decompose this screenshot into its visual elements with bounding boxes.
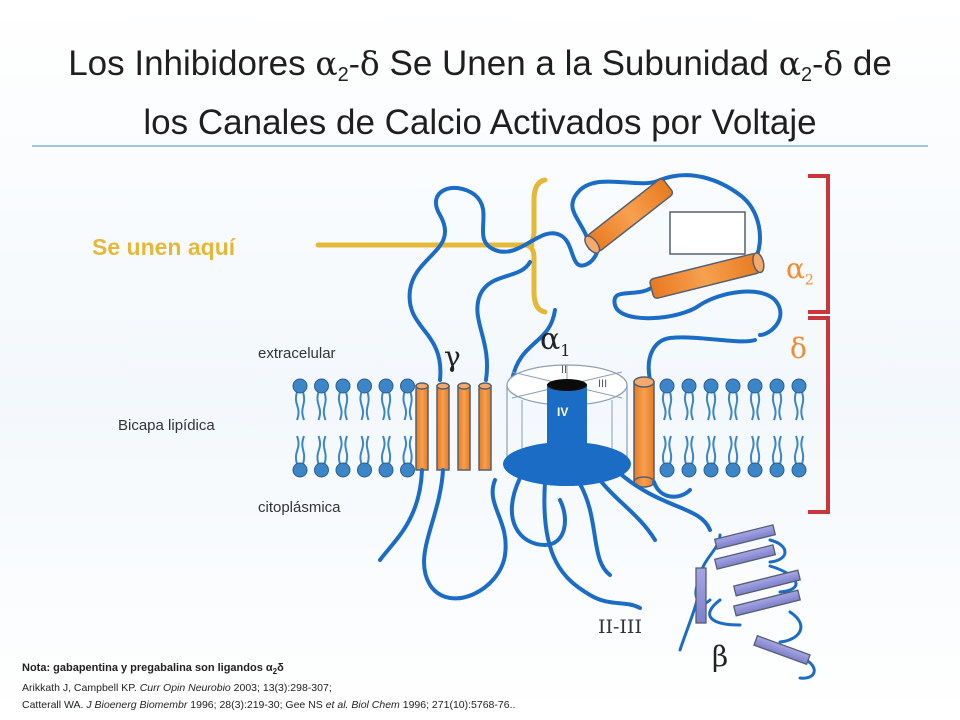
phospholipid	[292, 378, 308, 421]
title-text-3: de	[843, 44, 892, 83]
alpha2-subscript: 2	[804, 272, 814, 289]
phospholipid	[769, 435, 785, 478]
ref1-details: 2003; 13(3):298-307;	[230, 682, 332, 695]
ref1-authors: Arikkath J, Campbell KP.	[22, 682, 140, 695]
cytoplasmic-loops	[378, 468, 712, 610]
phospholipid	[659, 435, 675, 478]
title-alpha-2: α	[778, 44, 801, 83]
note-text: Nota: gabapentina y pregabalina son liga…	[22, 660, 942, 680]
note-prefix: Nota: gabapentina y pregabalina son liga…	[22, 662, 273, 674]
phospholipid	[659, 378, 675, 421]
phospholipid	[357, 378, 372, 421]
alpha2-bracket	[808, 174, 830, 314]
delta-bracket	[808, 316, 830, 514]
alpha2-helices	[584, 178, 765, 299]
phospholipid	[791, 435, 807, 478]
phospholipid	[681, 435, 697, 478]
lipid-bilayer-label: Bicapa lipídica	[118, 417, 215, 434]
ref2-rest: 1996; 271(10):5768-76..	[399, 699, 516, 712]
alpha2-box	[669, 211, 746, 255]
ref1-journal: Curr Opin Neurobio	[139, 682, 231, 695]
subunit-brackets	[808, 174, 830, 514]
title-text-1: Los Inhibidores	[68, 44, 316, 83]
binding-site-pointer	[315, 177, 548, 315]
title-line-1: Los Inhibidores α2-δ Se Unen a la Subuni…	[0, 40, 960, 99]
ref2-etal-journal: et al. Biol Chem	[325, 699, 400, 712]
title-delta-2: -δ	[812, 44, 844, 83]
phospholipid	[314, 378, 329, 421]
phospholipid	[681, 378, 697, 421]
alpha1-pore	[503, 364, 631, 486]
title-alpha-1: α	[315, 44, 338, 83]
phospholipid	[703, 435, 719, 478]
ref2-journal: J Bioenerg Biomembr	[86, 699, 188, 712]
phospholipid	[357, 435, 372, 478]
phospholipid	[378, 435, 394, 478]
gamma-label: γ	[444, 340, 461, 373]
phospholipid	[747, 378, 763, 421]
phospholipid	[335, 435, 351, 478]
lipid-bilayer-right	[659, 378, 807, 478]
title-delta-1: -δ	[348, 44, 380, 83]
phospholipid	[335, 378, 351, 421]
title-sub-2: 2	[800, 64, 813, 86]
reference-1: Arikkath J, Campbell KP. Curr Opin Neuro…	[22, 680, 942, 697]
title-line-2: los Canales de Calcio Activados por Volt…	[143, 103, 817, 142]
alpha1-symbol: α	[540, 322, 561, 357]
phospholipid	[400, 435, 415, 478]
ref2-authors: Catterall WA.	[22, 699, 87, 712]
cytoplasmic-label: citoplásmica	[258, 499, 341, 516]
delta-helix	[633, 376, 655, 488]
ref2-details: 1996; 28(3):219-30; Gee NS	[187, 699, 326, 712]
phospholipid	[791, 378, 807, 421]
references-block: Nota: gabapentina y pregabalina son liga…	[22, 660, 942, 714]
phospholipid	[703, 378, 719, 421]
phospholipid	[400, 378, 415, 421]
reference-2: Catterall WA. J Bioenerg Biomembr 1996; …	[22, 697, 942, 714]
domain-iv-label: IV	[557, 405, 569, 419]
phospholipid	[725, 378, 741, 421]
gamma-subunit	[415, 382, 492, 471]
alpha2-label: α2	[786, 252, 814, 289]
lipid-bilayer-left	[292, 378, 415, 478]
phospholipid	[725, 435, 741, 478]
title-text-2: Se Unen a la Subunidad	[379, 44, 779, 83]
note-suffix: δ	[277, 662, 284, 674]
domain-iii-label: III	[598, 378, 608, 390]
delta-label: δ	[790, 332, 807, 365]
phospholipid	[378, 378, 394, 421]
phospholipid	[769, 378, 785, 421]
beta-subunit	[678, 524, 816, 680]
phospholipid	[292, 435, 308, 478]
title-divider	[32, 145, 928, 147]
beta-label: β	[712, 640, 729, 673]
alpha1-label: α1	[540, 322, 570, 360]
bind-here-label: Se unen aquí	[92, 234, 236, 260]
phospholipid	[747, 435, 763, 478]
domain-ii-label: II	[561, 364, 568, 376]
alpha1-subscript: 1	[560, 341, 571, 360]
note-subscript: 2	[272, 667, 278, 677]
title-sub-1: 2	[337, 64, 349, 86]
alpha2-symbol: α	[786, 252, 805, 285]
loop-ii-iii-label: II-III	[598, 616, 642, 638]
extracellular-label: extracelular	[258, 345, 336, 362]
slide-title: Los Inhibidores α2-δ Se Unen a la Subuni…	[0, 40, 960, 147]
phospholipid	[314, 435, 329, 478]
